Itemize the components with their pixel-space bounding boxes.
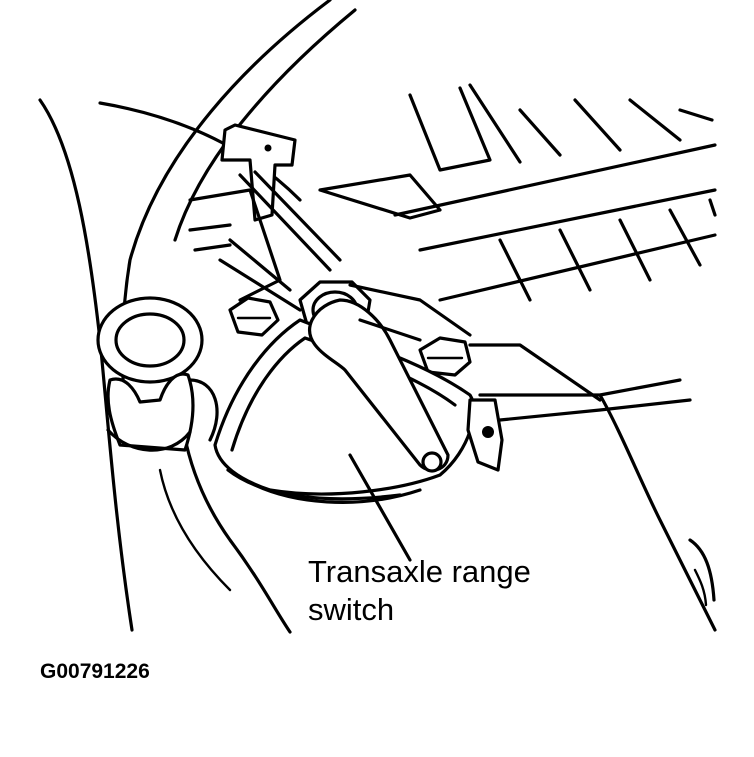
- callout-line-2: switch: [308, 592, 395, 627]
- housing-lower-right: [598, 393, 717, 632]
- callout-line-1: Transaxle range: [308, 554, 531, 589]
- callout-leader: [348, 453, 412, 562]
- housing-lower-inner: [158, 468, 232, 592]
- upper-bracket: [188, 123, 342, 312]
- figure-id: G00791226: [40, 660, 150, 683]
- switch-mounting-tab: [466, 343, 692, 472]
- housing-inner-arc: [173, 8, 357, 242]
- callout-label: Transaxle range switch: [308, 553, 531, 629]
- bolt-left: [228, 296, 280, 337]
- manual-shaft-lever: [308, 283, 472, 473]
- lifting-eye: [96, 296, 219, 452]
- fins-upper: [318, 83, 717, 302]
